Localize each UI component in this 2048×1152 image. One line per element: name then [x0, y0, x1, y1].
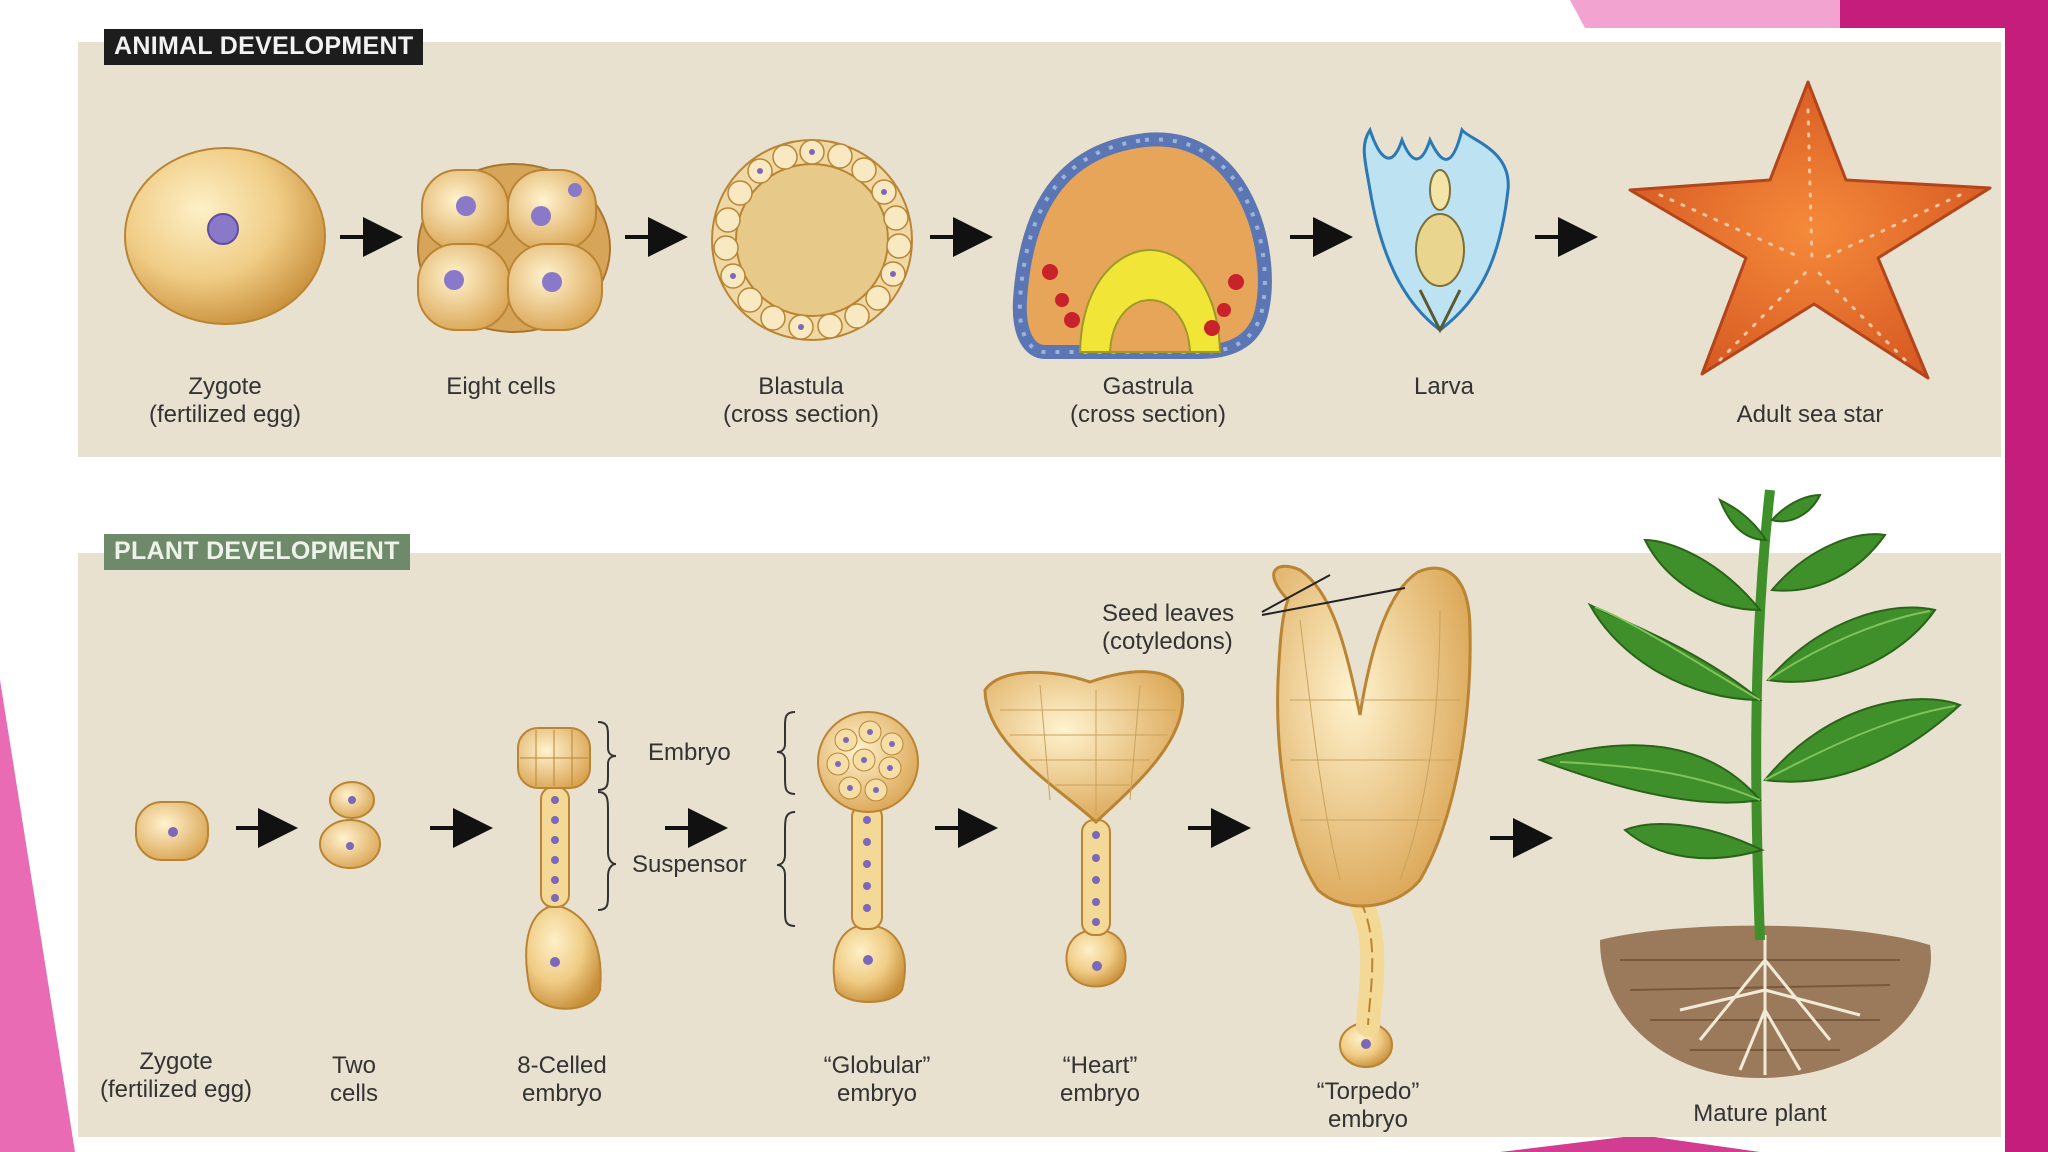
- animal-zygote-illustration: [124, 147, 326, 325]
- suspensor-annotation: Suspensor: [632, 851, 747, 878]
- seed-leaves-pointer: [1261, 574, 1406, 616]
- animal-stage-label-adult-sea-star: Adult sea star: [1736, 401, 1884, 428]
- plant-8-celled-embryo-illustration: [517, 727, 602, 1010]
- cotyledons-annotation: (cotyledons): [1102, 628, 1233, 655]
- animal-stage-label-gastrula: Gastrula(cross section): [1069, 373, 1227, 428]
- plant-stage-label-heart-embryo: “Heart”embryo: [1059, 1052, 1141, 1107]
- animal-stage-label-eight-cells: Eight cells: [446, 373, 556, 400]
- embryo-annotation: Embryo: [648, 739, 731, 766]
- plant-stage-label-torpedo-embryo: “Torpedo”embryo: [1316, 1078, 1420, 1133]
- plant-mature-plant-illustration: [1536, 489, 1962, 1079]
- animal-larva-illustration: [1362, 126, 1510, 334]
- annotation-braces: [597, 711, 796, 927]
- plant-globular-embryo-illustration: [817, 711, 919, 1003]
- animal-gastrula-illustration: [1012, 132, 1272, 359]
- animal-blastula-illustration: [711, 139, 913, 341]
- plant-development-title: PLANT DEVELOPMENT: [104, 534, 410, 570]
- animal-stage-label-blastula: Blastula(cross section): [722, 373, 880, 428]
- plant-torpedo-embryo-illustration: [1272, 564, 1472, 1068]
- plant-stage-label-globular-embryo: “Globular”embryo: [823, 1052, 931, 1107]
- animal-sea-star-illustration: [1628, 80, 1992, 380]
- plant-heart-embryo-illustration: [983, 670, 1185, 988]
- plant-stage-label-zygote: Zygote(fertilized egg): [99, 1048, 253, 1103]
- animal-eight-cells-illustration: [417, 163, 611, 333]
- seed-leaves-annotation: Seed leaves: [1102, 600, 1235, 627]
- animal-stage-label-zygote: Zygote(fertilized egg): [148, 373, 302, 428]
- plant-arrows: [236, 808, 1553, 858]
- plant-two-cells-illustration: [319, 781, 381, 869]
- plant-zygote-illustration: [135, 801, 209, 861]
- animal-development-title: ANIMAL DEVELOPMENT: [104, 29, 424, 65]
- plant-stage-label-mature-plant: Mature plant: [1693, 1100, 1827, 1127]
- animal-stage-label-larva: Larva: [1413, 373, 1475, 400]
